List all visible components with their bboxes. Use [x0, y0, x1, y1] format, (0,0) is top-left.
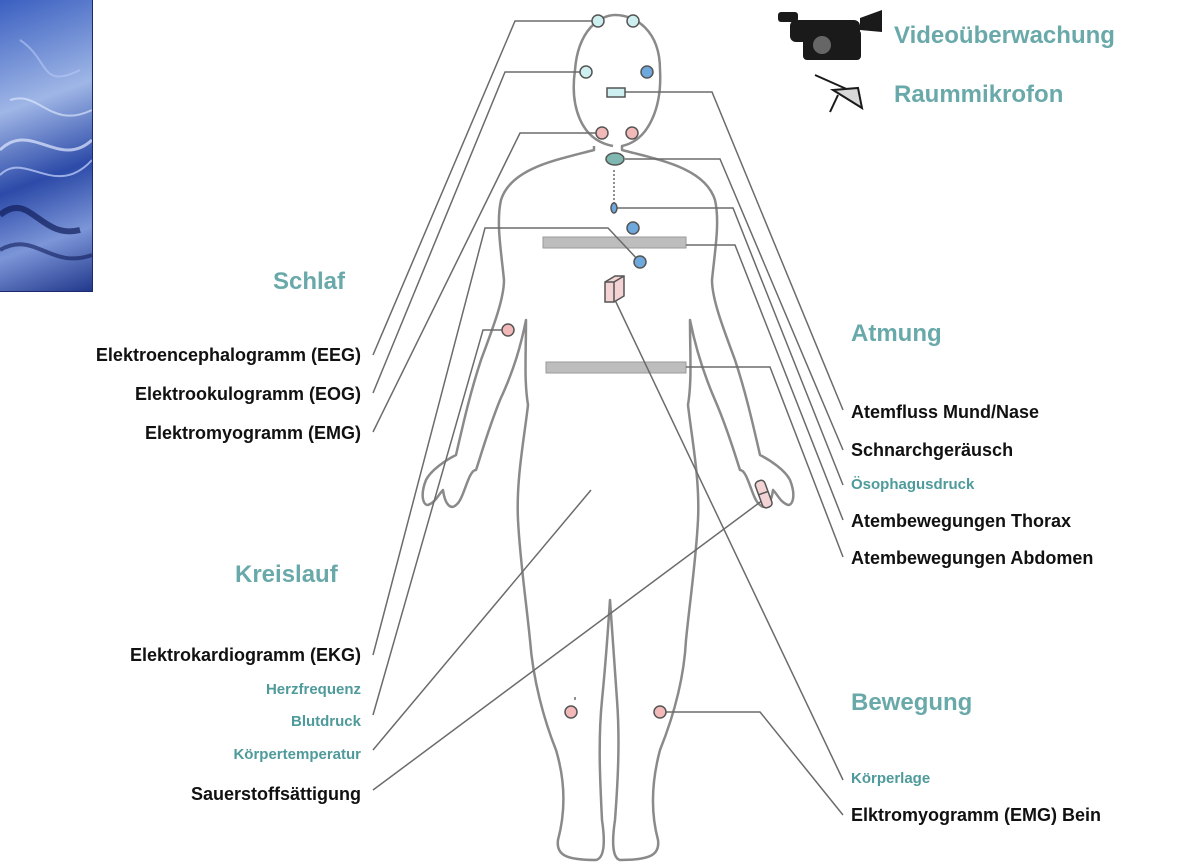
eog-electrode — [580, 66, 592, 78]
label-eog: Elektrookulogramm (EOG) — [135, 384, 361, 405]
eog-electrode — [641, 66, 653, 78]
leg-emg-electrode — [565, 706, 577, 718]
group-heading-sleep: Schlaf — [273, 268, 345, 296]
right-leader-lines — [614, 92, 843, 815]
eeg-electrode — [592, 15, 604, 27]
ekg-electrode — [502, 324, 514, 336]
group-heading-breathing: Atmung — [851, 320, 942, 348]
eeg-electrode — [627, 15, 639, 27]
left-leader-lines — [373, 21, 763, 790]
microphone-icon — [815, 75, 862, 112]
label-emg: Elektromyogramm (EMG) — [145, 423, 361, 444]
thorax-belt — [543, 237, 686, 248]
label-abdomen: Atembewegungen Abdomen — [851, 548, 1093, 569]
label-blood-pressure: Blutdruck — [291, 713, 361, 730]
label-snoring: Schnarchgeräusch — [851, 440, 1013, 461]
label-thorax: Atembewegungen Thorax — [851, 511, 1071, 532]
snoring-microphone — [606, 153, 624, 165]
emg-electrode — [626, 127, 638, 139]
group-heading-circulation: Kreislauf — [235, 561, 338, 589]
video-monitoring-label: Videoüberwachung — [894, 22, 1115, 50]
body-outline — [423, 15, 794, 860]
label-body-position: Körperlage — [851, 770, 930, 787]
label-heart-rate: Herzfrequenz — [266, 681, 361, 698]
label-ekg: Elektrokardiogramm (EKG) — [130, 645, 361, 666]
group-heading-movement: Bewegung — [851, 689, 972, 717]
label-leg-emg: Elktromyogramm (EMG) Bein — [851, 805, 1101, 826]
esophageal-probe — [611, 203, 617, 213]
emg-electrode — [596, 127, 608, 139]
position-sensor — [605, 276, 624, 302]
ekg-electrode — [627, 222, 639, 234]
label-eeg: Elektroencephalogramm (EEG) — [96, 345, 361, 366]
leg-emg-electrode — [654, 706, 666, 718]
label-airflow: Atemfluss Mund/Nase — [851, 402, 1039, 423]
video-camera-icon — [778, 10, 882, 60]
ekg-electrode — [634, 256, 646, 268]
abdomen-belt — [546, 362, 686, 373]
room-microphone-label: Raummikrofon — [894, 81, 1063, 109]
airflow-sensor — [607, 88, 625, 97]
label-esophageal-pressure: Ösophagusdruck — [851, 476, 974, 493]
label-body-temperature: Körpertemperatur — [233, 746, 361, 763]
label-oxygen-saturation: Sauerstoffsättigung — [191, 784, 361, 805]
